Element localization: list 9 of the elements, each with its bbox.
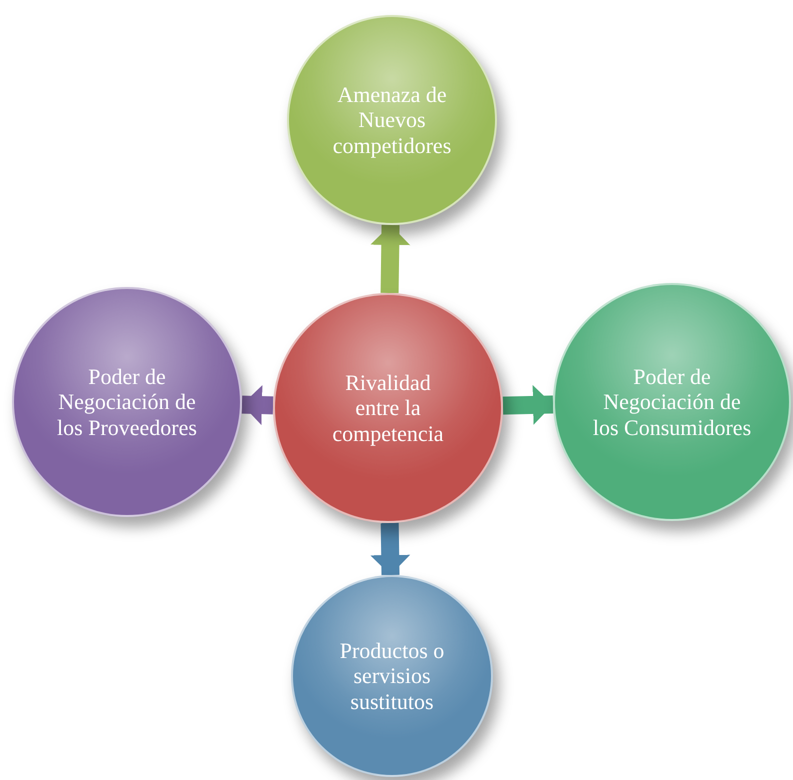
- node-label: Amenaza de Nuevos competidores: [332, 82, 452, 158]
- node-label: Rivalidad entre la competencia: [331, 370, 445, 446]
- arrow: [502, 384, 554, 425]
- node-label: Productos o servisios sustitutos: [338, 638, 446, 714]
- arrow: [370, 224, 410, 294]
- node-label: Poder de Negociación de los Proveedores: [57, 364, 197, 440]
- arrow: [370, 522, 410, 576]
- node-label: Poder de Negociación de los Consumidores: [592, 364, 752, 440]
- arrow: [242, 385, 274, 426]
